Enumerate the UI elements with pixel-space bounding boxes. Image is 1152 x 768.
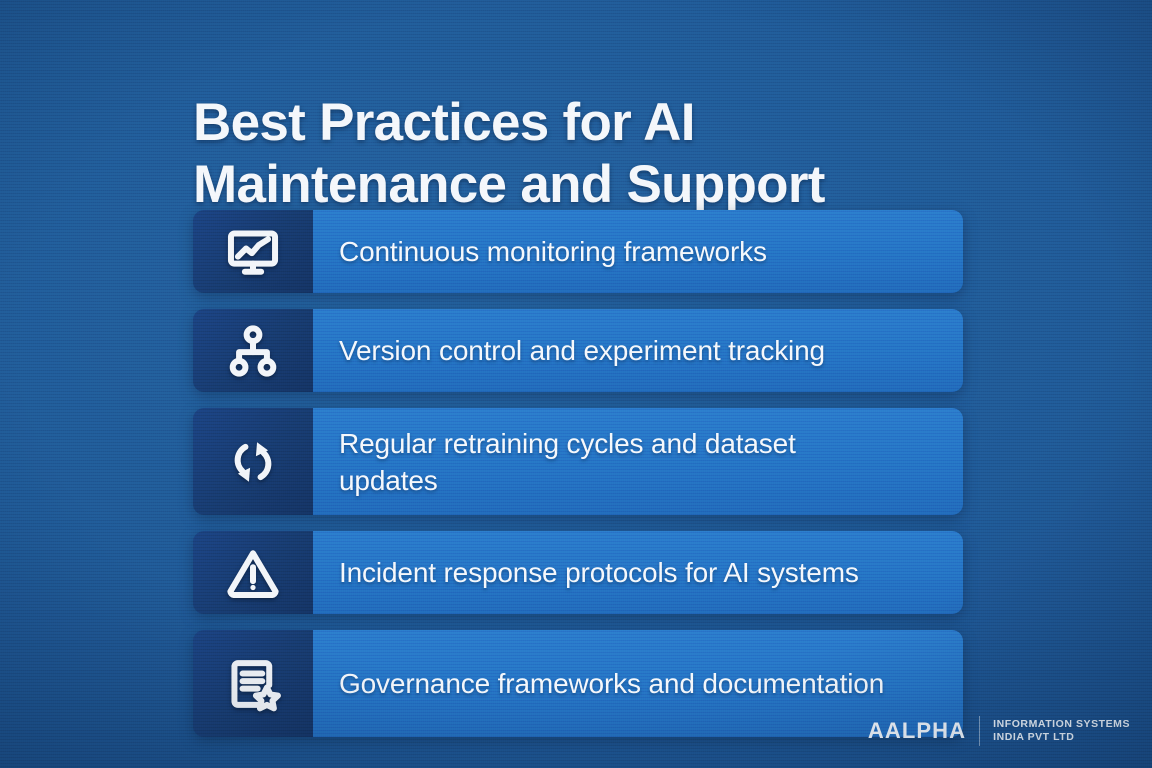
practice-label-3: Regular retraining cycles and dataset up… [339,427,796,496]
page-title: Best Practices for AI Maintenance and Su… [193,92,993,216]
brand-name: AALPHA [867,718,967,743]
brand-logo: AALPHA INFORMATION SYSTEMS INDIA PVT LTD [868,716,1130,746]
practice-label-1: Continuous monitoring frameworks [339,236,767,267]
brand-tagline: INFORMATION SYSTEMS INDIA PVT LTD [993,718,1130,744]
practice-row-3: Regular retraining cycles and dataset up… [193,408,963,515]
best-practices-list: Continuous monitoring frameworks Version… [193,210,963,753]
brand-tagline-line-2: INDIA PVT LTD [993,731,1075,743]
practice-label-4: Incident response protocols for AI syste… [339,557,859,588]
brand-tagline-line-1: INFORMATION SYSTEMS [993,718,1130,730]
practice-bar-4: Incident response protocols for AI syste… [313,531,963,614]
warning-triangle-icon [193,531,313,614]
practice-bar-5: Governance frameworks and documentation [313,630,963,737]
monitor-chart-icon [193,210,313,293]
practice-label-2: Version control and experiment tracking [339,335,825,366]
practice-row-2: Version control and experiment tracking [193,309,963,392]
hierarchy-branch-icon [193,309,313,392]
document-star-icon [193,630,313,737]
practice-bar-1: Continuous monitoring frameworks [313,210,963,293]
page-title-line-2: Maintenance and Support [193,154,825,214]
practice-label-5: Governance frameworks and documentation [339,668,885,699]
practice-row-4: Incident response protocols for AI syste… [193,531,963,614]
practice-row-1: Continuous monitoring frameworks [193,210,963,293]
practice-bar-2: Version control and experiment tracking [313,309,963,392]
page-title-line-1: Best Practices for AI [193,92,695,152]
practice-row-5: Governance frameworks and documentation [193,630,963,737]
practice-bar-3: Regular retraining cycles and dataset up… [313,408,963,515]
logo-divider [979,716,981,746]
refresh-cycle-icon [193,408,313,515]
